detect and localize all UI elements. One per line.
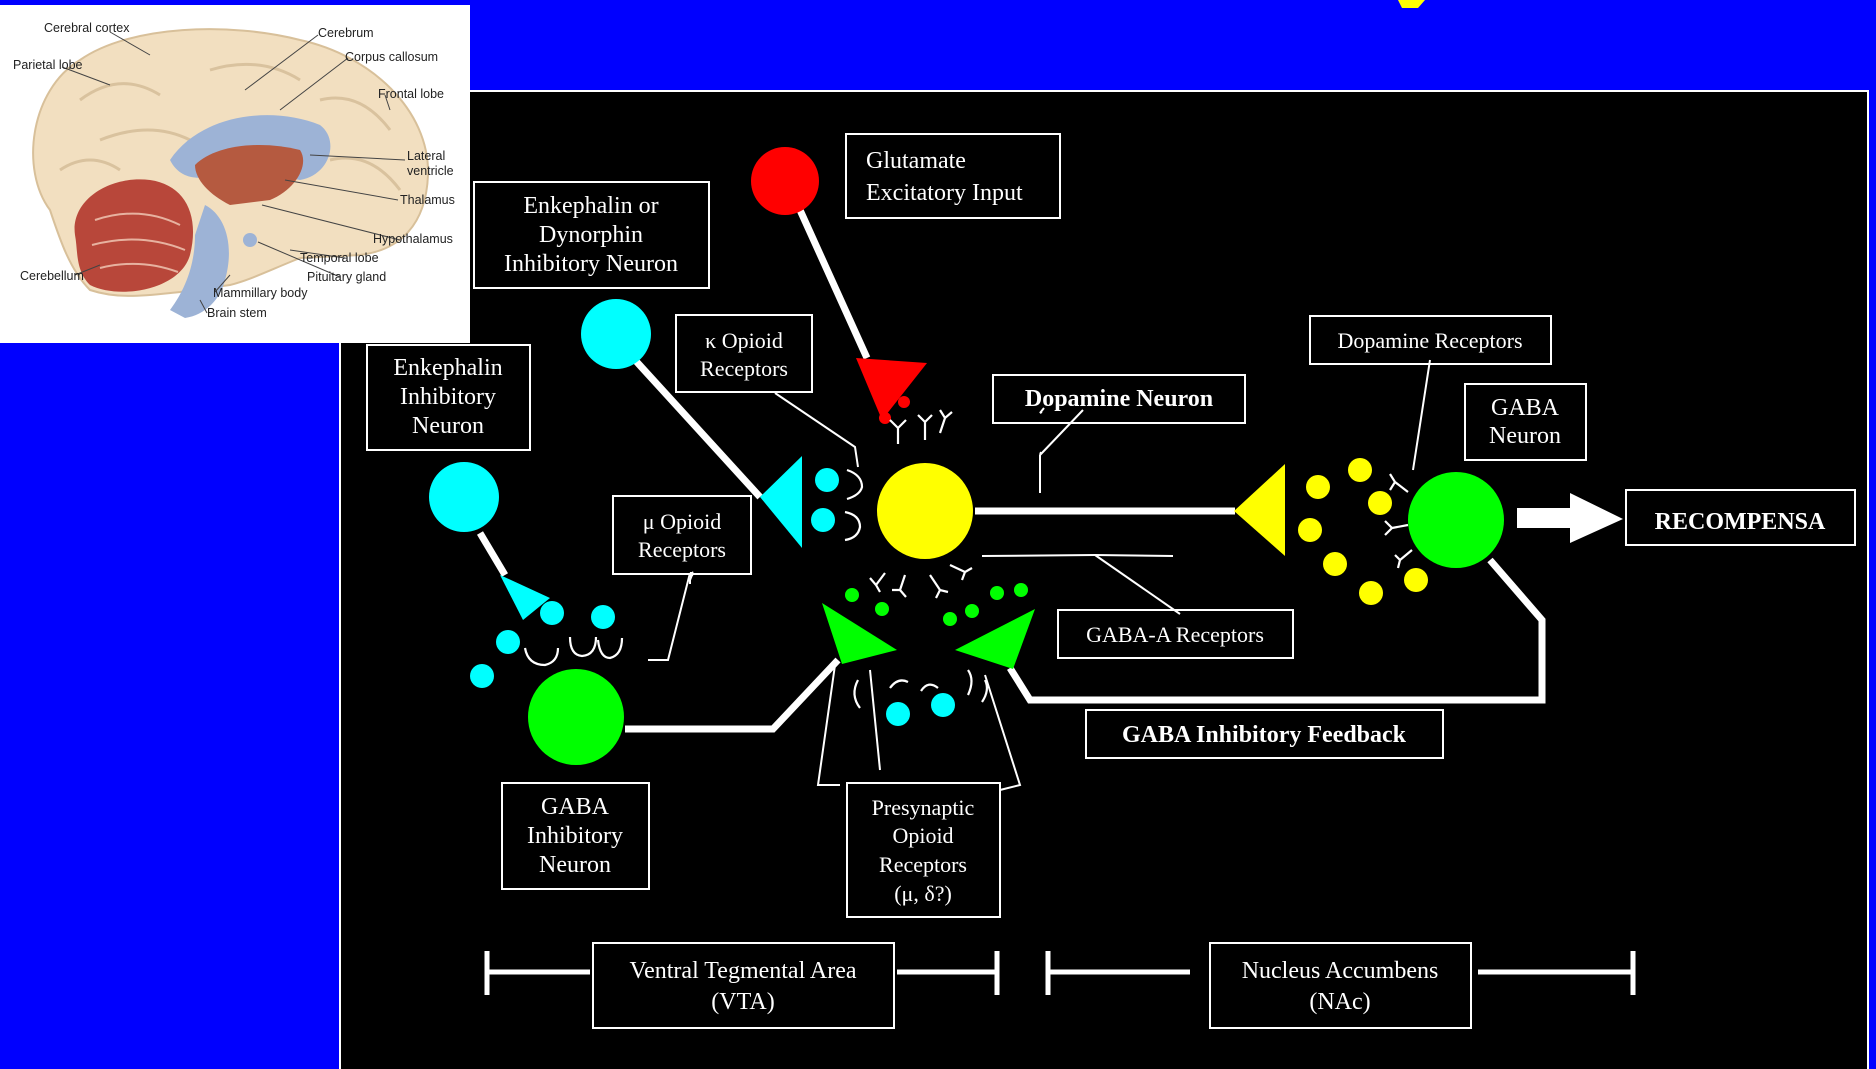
brain-label-corpus-callosum: Corpus callosum xyxy=(345,50,438,64)
glutamate-vesicle xyxy=(898,396,910,408)
brain-label-lateral-ventricle-1: Lateral xyxy=(407,149,445,163)
brain-leader-lines xyxy=(61,31,406,314)
glutamate-label-1: Glutamate xyxy=(866,148,966,174)
kappa-vesicle xyxy=(815,468,839,492)
vta-label-1: Ventral Tegmental Area xyxy=(629,958,856,984)
enk-label-1: Enkephalin xyxy=(393,355,502,381)
gyri-lines xyxy=(59,62,402,191)
dopamine-vesicles xyxy=(1298,458,1428,605)
glutamate-axon xyxy=(796,208,871,360)
brain-label-frontal-lobe: Frontal lobe xyxy=(378,87,444,101)
mu-vesicle xyxy=(496,630,520,654)
reward-arrow xyxy=(1517,493,1623,543)
gaba-neuron-body xyxy=(1408,472,1504,568)
enk-neuron-body xyxy=(429,462,499,532)
receptor-symbols xyxy=(523,409,1413,709)
label-boxes xyxy=(366,133,1856,1029)
enk-dyn-axon xyxy=(632,357,763,500)
gaba-feedback-axon xyxy=(1007,557,1546,704)
enk-label-2: Inhibitory xyxy=(400,384,496,410)
mu-vesicle xyxy=(591,605,615,629)
nac-label-2: (NAc) xyxy=(1309,989,1370,1015)
glutamate-terminal xyxy=(856,358,927,420)
glutamate-neuron-body xyxy=(751,147,819,215)
brain-label-temporal-lobe: Temporal lobe xyxy=(300,251,379,265)
presynaptic-label-1: Presynaptic xyxy=(872,795,975,820)
enk-terminal xyxy=(500,575,550,620)
axon-lines xyxy=(476,208,1546,733)
callout-lines xyxy=(648,359,1431,791)
enk-dyn-label-3: Inhibitory Neuron xyxy=(504,251,678,277)
mu-vesicle xyxy=(470,664,494,688)
enk-label-3: Neuron xyxy=(412,413,484,439)
enk-dyn-label-1: Enkephalin or xyxy=(523,193,658,219)
brain-label-lateral-ventricle-2: ventricle xyxy=(407,164,454,178)
gaba-inhib-terminal xyxy=(822,603,897,664)
glutamate-vesicle xyxy=(879,412,891,424)
enk-dyn-label-2: Dynorphin xyxy=(539,222,643,248)
gaba-feedback-label: GABA Inhibitory Feedback xyxy=(1122,722,1407,748)
brain-label-mammillary: Mammillary body xyxy=(213,286,308,300)
gaba-inhib-label-1: GABA xyxy=(541,794,610,820)
brain-label-cerebrum: Cerebrum xyxy=(318,26,374,40)
mu-vesicle xyxy=(540,601,564,625)
enk-dyn-terminal xyxy=(760,456,802,548)
dopamine-neuron-body xyxy=(877,463,973,559)
mu-label-2: Receptors xyxy=(638,537,726,562)
mu-label-1: μ Opioid xyxy=(643,509,721,534)
pituitary-shape xyxy=(243,233,257,247)
recompensa-label: RECOMPENSA xyxy=(1655,509,1826,535)
gaba-vesicles xyxy=(845,583,1028,626)
vta-label-2: (VTA) xyxy=(711,989,774,1015)
presynaptic-label-2: Opioid xyxy=(892,823,953,848)
diagram-panel xyxy=(339,90,1869,1069)
brain-label-thalamus: Thalamus xyxy=(400,193,455,207)
brain-inset: Cerebral cortex Parietal lobe Cerebrum C… xyxy=(0,5,470,343)
brain-label-brain-stem: Brain stem xyxy=(207,306,267,320)
brain-label-hypothalamus: Hypothalamus xyxy=(373,232,453,246)
kappa-label-1: κ Opioid xyxy=(705,328,783,353)
dopamine-receptors-label: Dopamine Receptors xyxy=(1337,328,1522,353)
enk-dyn-neuron-body xyxy=(581,299,651,369)
brain-label-cerebellum: Cerebellum xyxy=(20,269,84,283)
nac-label-1: Nucleus Accumbens xyxy=(1242,958,1439,984)
glutamate-label-2: Excitatory Input xyxy=(866,180,1023,206)
cerebellum-shape xyxy=(74,179,194,292)
dopamine-neuron-label: Dopamine Neuron xyxy=(1025,386,1213,412)
presynaptic-vesicle xyxy=(886,702,910,726)
cerebellum-folds xyxy=(91,212,186,273)
presynaptic-label-3: Receptors xyxy=(879,852,967,877)
gaba-inhib-neuron-body xyxy=(528,669,624,765)
brain-label-pituitary: Pituitary gland xyxy=(307,270,386,284)
gaba-neuron-label-1: GABA xyxy=(1491,395,1560,421)
dopamine-terminal xyxy=(1234,464,1285,556)
brain-label-cerebral-cortex: Cerebral cortex xyxy=(44,21,130,35)
presynaptic-label-4: (μ, δ?) xyxy=(894,881,952,906)
title-fragment xyxy=(1398,0,1425,8)
kappa-label-2: Receptors xyxy=(700,356,788,381)
brainstem-shape xyxy=(170,205,229,318)
gaba-inhib-label-2: Inhibitory xyxy=(527,823,623,849)
region-brackets xyxy=(484,951,1636,995)
enk-axon xyxy=(476,531,509,577)
gaba-inhib-label-3: Neuron xyxy=(539,852,611,878)
gaba-inhib-axon xyxy=(625,657,841,733)
gaba-a-label: GABA-A Receptors xyxy=(1086,622,1264,647)
thalamus-shape xyxy=(195,145,304,205)
presynaptic-vesicle xyxy=(931,693,955,717)
kappa-vesicle xyxy=(811,508,835,532)
gaba-neuron-label-2: Neuron xyxy=(1489,423,1561,449)
brain-label-parietal-lobe: Parietal lobe xyxy=(13,58,83,72)
gaba-feedback-terminal xyxy=(955,609,1035,669)
